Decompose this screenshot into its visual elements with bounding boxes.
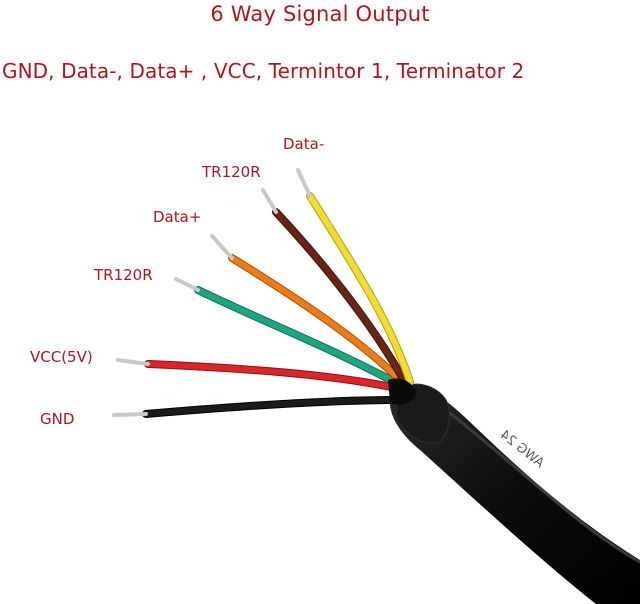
wire-data-plus-core <box>229 255 405 385</box>
label-tr120r-green: TR120R <box>94 266 153 284</box>
bundle-entry-shadow <box>388 378 416 405</box>
wire-tr120r-brown-core <box>273 209 409 387</box>
wire-gnd-core <box>143 397 397 417</box>
wire-data-plus-tip <box>210 234 234 260</box>
diagram-title: 6 Way Signal Output <box>210 2 430 26</box>
diagram-subtitle: GND, Data-, Data+ , VCC, Termintor 1, Te… <box>2 59 525 83</box>
wire-vcc-core <box>145 361 399 391</box>
label-data-plus: Data+ <box>153 208 202 226</box>
label-tr120r-brown: TR120R <box>202 163 261 181</box>
wire-vcc-tip <box>116 358 150 366</box>
wire-data-minus-core <box>307 193 413 385</box>
wire-gnd-tip <box>112 412 148 417</box>
wire-data-minus-tip <box>296 168 312 198</box>
wire-tr120r-green-core <box>195 287 401 387</box>
label-data-minus: Data- <box>283 135 325 153</box>
wire-tr120r-green-tip <box>174 277 200 292</box>
label-vcc: VCC(5V) <box>30 348 93 366</box>
wire-tr120r-brown-tip <box>261 188 278 214</box>
cable-jacket <box>389 385 640 604</box>
label-gnd: GND <box>40 410 75 428</box>
